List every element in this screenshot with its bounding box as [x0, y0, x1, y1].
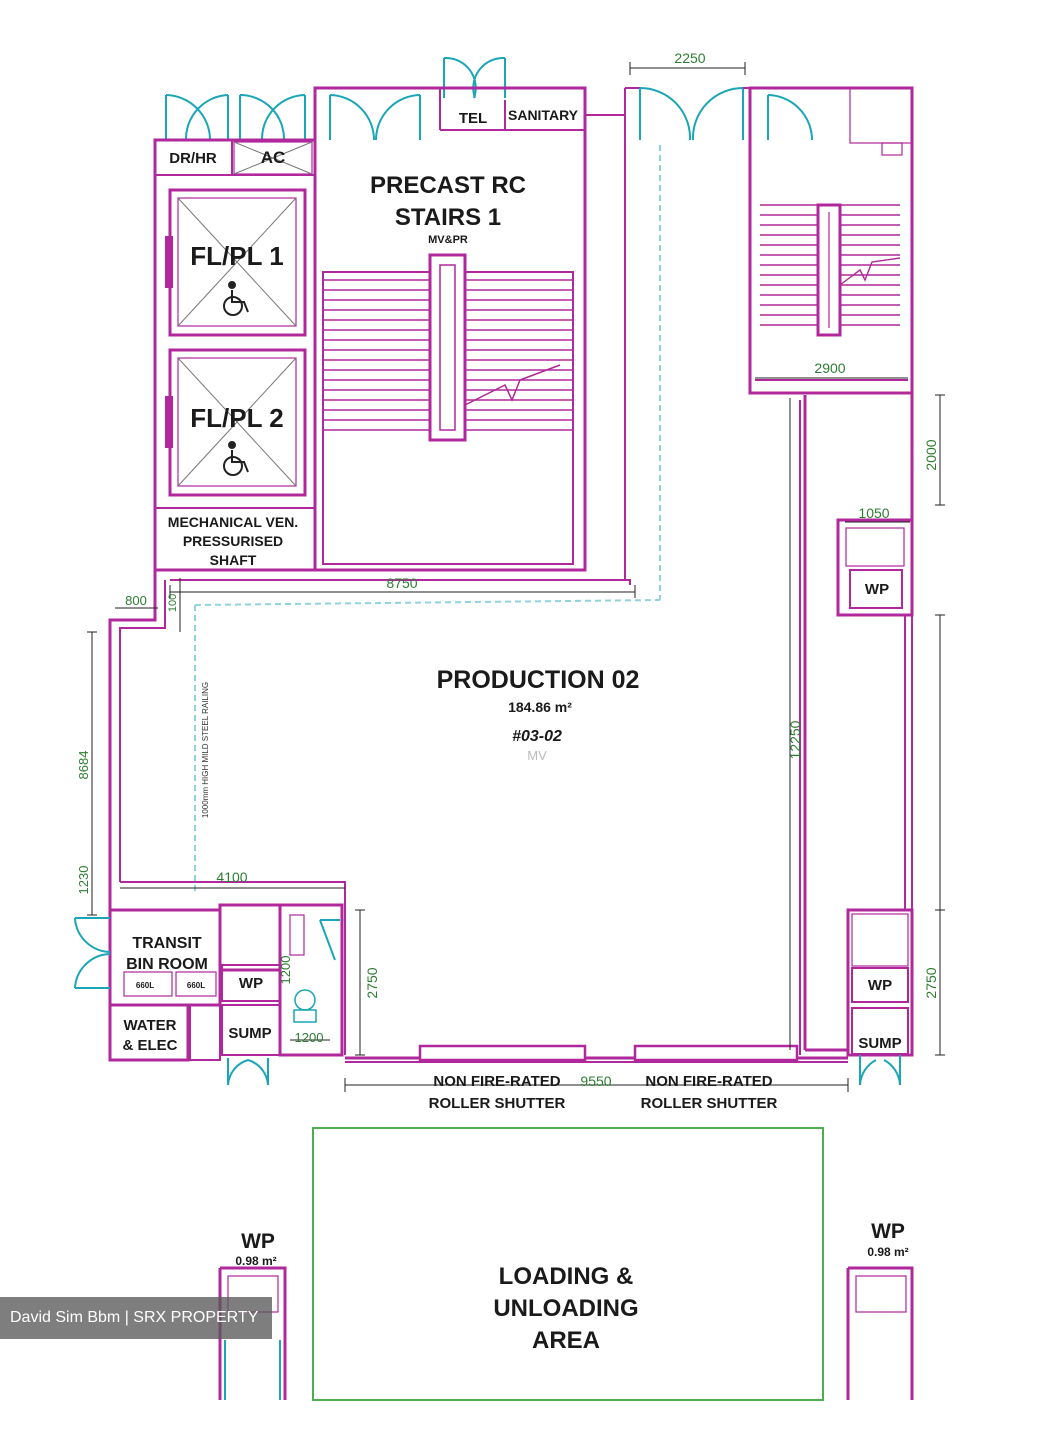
label-wp-bottom-right: WP [871, 1220, 905, 1243]
label-wp-bottom-left: WP [241, 1230, 275, 1253]
label-ac: AC [261, 148, 286, 167]
label-stairs-line1: PRECAST RC [370, 172, 526, 199]
label-mech-line1: MECHANICAL VEN. [168, 514, 298, 530]
label-drhr: DR/HR [169, 150, 217, 167]
label-sanitary: SANITARY [508, 107, 579, 123]
right-wp-column [836, 518, 914, 1086]
label-production-area: 184.86 m² [508, 699, 572, 715]
label-sump-right: SUMP [858, 1035, 901, 1052]
label-loading-line3: AREA [532, 1327, 600, 1354]
stairs-1 [313, 86, 587, 572]
label-mech-line3: SHAFT [210, 552, 257, 568]
bottom-left-services [74, 903, 344, 1086]
label-water-line1: WATER [123, 1017, 176, 1034]
dim-12250: 12250 [787, 720, 803, 759]
label-transit-line1: TRANSIT [132, 935, 202, 952]
label-wp-bottom-right-area: 0.98 m² [867, 1245, 908, 1259]
label-wp-left: WP [239, 975, 263, 992]
label-wp-bottom-left-area: 0.98 m² [235, 1254, 276, 1268]
label-tel: TEL [459, 110, 487, 127]
label-shutter-right-line2: ROLLER SHUTTER [641, 1095, 778, 1112]
label-lift-1: FL/PL 1 [190, 241, 283, 271]
wheelchair-icon [223, 281, 249, 476]
label-transit-line2: BIN ROOM [126, 956, 208, 973]
label-shutter-right-line1: NON FIRE-RATED [645, 1073, 772, 1090]
label-mech-line2: PRESSURISED [183, 533, 283, 549]
label-loading-line1: LOADING & [499, 1263, 634, 1290]
dim-2750-left: 2750 [364, 967, 380, 998]
label-production-mv: MV [527, 748, 547, 763]
dim-8750: 8750 [386, 575, 417, 591]
label-water-line2: & ELEC [122, 1037, 177, 1054]
dim-2250: 2250 [674, 50, 705, 66]
dim-2750-right: 2750 [923, 967, 939, 998]
label-loading-line2: UNLOADING [493, 1295, 638, 1322]
dim-2000: 2000 [923, 439, 939, 470]
bottom-wp-enclosures [218, 1266, 914, 1400]
label-stairs-sub: MV&PR [428, 234, 468, 246]
dimension-lines [87, 62, 945, 1092]
dim-8684: 8684 [76, 751, 91, 780]
dim-1230: 1230 [76, 866, 91, 895]
label-lift-2: FL/PL 2 [190, 403, 283, 433]
label-production-unit: #03-02 [512, 728, 562, 745]
left-service-block [153, 138, 317, 572]
top-left-doors [165, 56, 506, 141]
label-bin-a: 660L [136, 981, 154, 990]
label-shutter-left-line1: NON FIRE-RATED [433, 1073, 560, 1090]
dim-9550: 9550 [580, 1073, 611, 1089]
label-wp-right-top: WP [865, 581, 889, 598]
production-02-outline [108, 391, 914, 1063]
label-shutter-left-line2: ROLLER SHUTTER [429, 1095, 566, 1112]
label-production-title: PRODUCTION 02 [437, 666, 640, 694]
railing-note: 1000mm HIGH MILD STEEL RAILING [201, 682, 210, 818]
watermark: David Sim Bbm | SRX PROPERTY [0, 1297, 272, 1339]
dim-1200-vertical: 1200 [278, 956, 293, 985]
label-wp-right-bottom: WP [868, 977, 892, 994]
dim-800: 800 [125, 593, 147, 608]
label-stairs-line2: STAIRS 1 [395, 204, 501, 231]
dim-100: 100 [167, 594, 179, 612]
dim-4100: 4100 [216, 869, 247, 885]
dim-2900: 2900 [814, 360, 845, 376]
dim-1200-horizontal: 1200 [295, 1030, 324, 1045]
stairs-2 [748, 86, 914, 395]
dim-1050: 1050 [858, 505, 889, 521]
label-sump-left: SUMP [228, 1025, 271, 1042]
corridor [585, 87, 760, 600]
loading-area-outline [312, 1127, 824, 1401]
label-bin-b: 660L [187, 981, 205, 990]
